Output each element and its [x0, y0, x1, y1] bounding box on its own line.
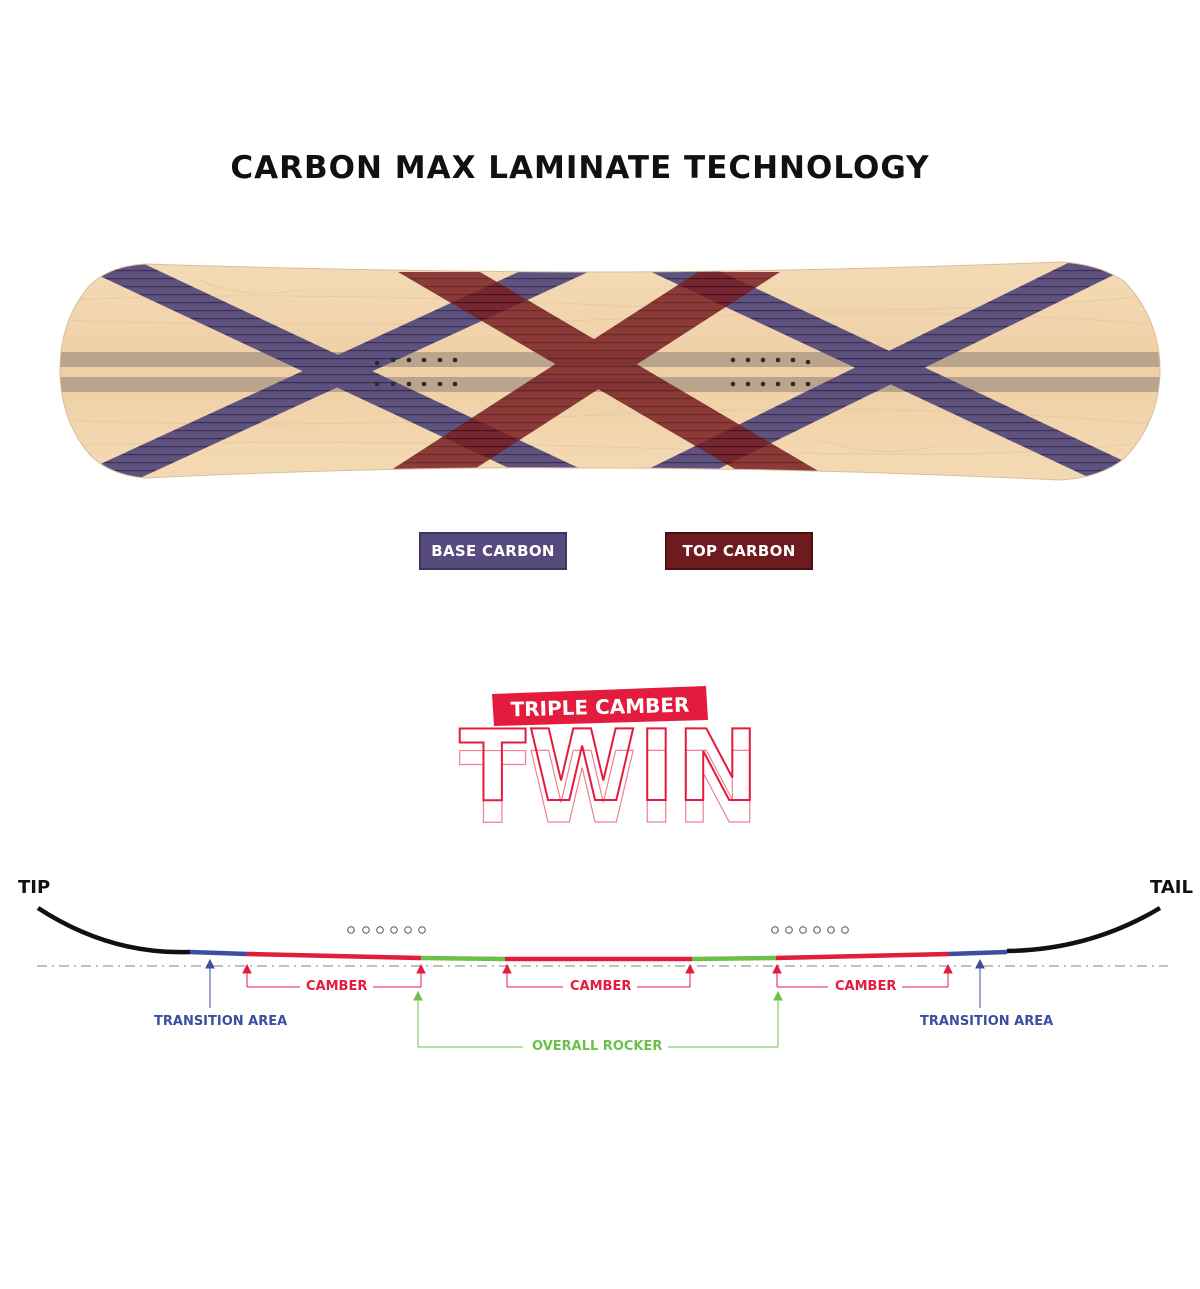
transition-segment-left [189, 949, 248, 957]
base-carbon-right-x [630, 262, 1160, 478]
transition-area-label-right: TRANSITION AREA [914, 1014, 1060, 1029]
rocker-segment-right [691, 955, 777, 962]
binding-inserts-right [730, 357, 811, 387]
tail-label: TAIL [1150, 877, 1193, 898]
logo-line1: TRIPLE CAMBER [510, 693, 689, 722]
transition-segment-right [948, 949, 1008, 957]
camber-label-right: CAMBER [829, 979, 903, 994]
top-carbon-x [388, 272, 820, 472]
transition-arrow-left [205, 958, 215, 1008]
camber-segment-left [246, 951, 422, 961]
legend-top-carbon: TOP CARBON [665, 532, 813, 570]
insert-markers-right [771, 926, 849, 934]
legend-base-carbon: BASE CARBON [419, 532, 567, 570]
binding-inserts-left [374, 357, 458, 387]
camber-label-left: CAMBER [300, 979, 374, 994]
page-title: CARBON MAX LAMINATE TECHNOLOGY [230, 150, 930, 186]
logo-line2-shadow: TWIN [459, 732, 760, 846]
camber-label-center: CAMBER [564, 979, 638, 994]
rocker-segment-left [420, 955, 506, 962]
logo-line2: TWIN [459, 710, 760, 824]
insert-markers-left [347, 926, 426, 934]
overall-rocker-label: OVERALL ROCKER [526, 1039, 669, 1054]
overall-rocker-bracket [413, 990, 783, 1048]
camber-bracket-right [772, 963, 953, 988]
camber-bracket-left [242, 963, 426, 988]
tail-curve [1006, 906, 1162, 954]
camber-bracket-center [502, 963, 695, 988]
transition-arrow-right [975, 958, 985, 1008]
camber-segment-right [775, 951, 950, 961]
board-shape [60, 262, 1160, 480]
transition-area-label-left: TRANSITION AREA [148, 1014, 294, 1029]
tip-label: TIP [18, 877, 51, 898]
tip-curve [36, 906, 191, 955]
